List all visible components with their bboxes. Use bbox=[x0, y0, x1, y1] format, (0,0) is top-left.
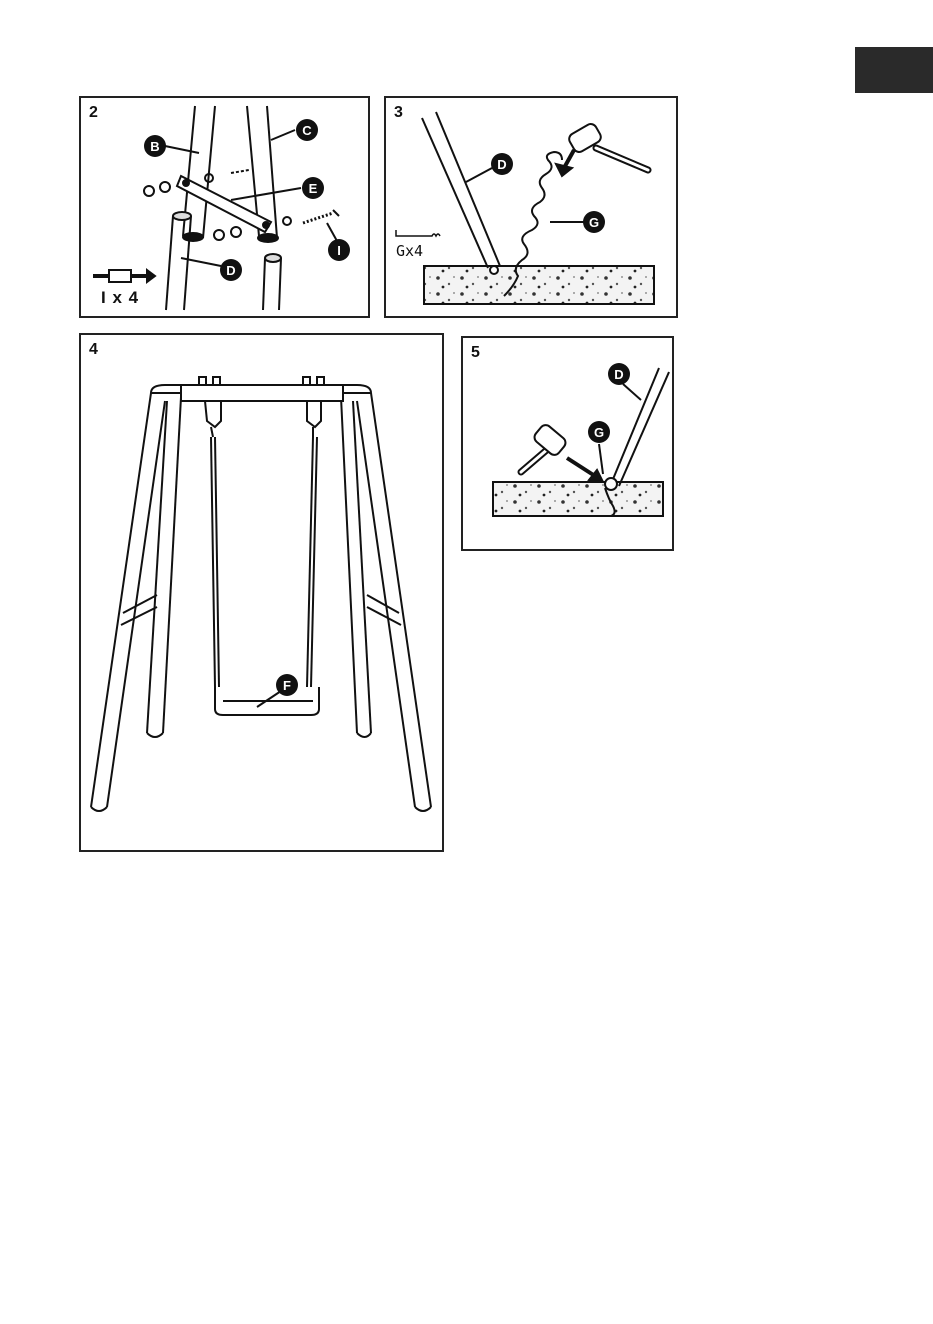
svg-text:C: C bbox=[302, 123, 312, 138]
step-2-panel: 2 bbox=[79, 96, 370, 318]
svg-text:E: E bbox=[309, 181, 318, 196]
label-b: B bbox=[144, 135, 166, 157]
svg-text:I: I bbox=[337, 243, 341, 258]
label-i: I bbox=[328, 239, 350, 261]
svg-text:G: G bbox=[589, 215, 599, 230]
label-c: C bbox=[296, 119, 318, 141]
left-corner bbox=[151, 385, 185, 393]
step-4-panel: 4 bbox=[79, 333, 444, 852]
label-d: D bbox=[608, 363, 630, 385]
step-3-illustration: D G bbox=[386, 98, 676, 316]
step-2-quantity: I x 4 bbox=[101, 288, 139, 308]
step-4-illustration: F bbox=[81, 335, 442, 850]
language-tab bbox=[855, 47, 933, 93]
svg-text:D: D bbox=[226, 263, 235, 278]
label-d: D bbox=[220, 259, 242, 281]
label-e: E bbox=[302, 177, 324, 199]
leg-b-right-edge bbox=[203, 106, 215, 238]
leg-c-right-edge bbox=[267, 106, 277, 238]
label-d: D bbox=[491, 153, 513, 175]
label-g: G bbox=[583, 211, 605, 233]
svg-text:G: G bbox=[594, 425, 604, 440]
step-3-panel: 3 bbox=[384, 96, 678, 318]
step-2-illustration: B C E I D bbox=[81, 98, 368, 316]
svg-text:F: F bbox=[283, 678, 291, 693]
step-5-panel: 5 bbox=[461, 336, 674, 551]
step-3-quantity: Gx4 bbox=[396, 242, 423, 260]
svg-text:D: D bbox=[614, 367, 623, 382]
svg-text:B: B bbox=[150, 139, 159, 154]
step-5-illustration: D G bbox=[463, 338, 672, 549]
label-g: G bbox=[588, 421, 610, 443]
label-f: F bbox=[276, 674, 298, 696]
svg-text:D: D bbox=[497, 157, 506, 172]
